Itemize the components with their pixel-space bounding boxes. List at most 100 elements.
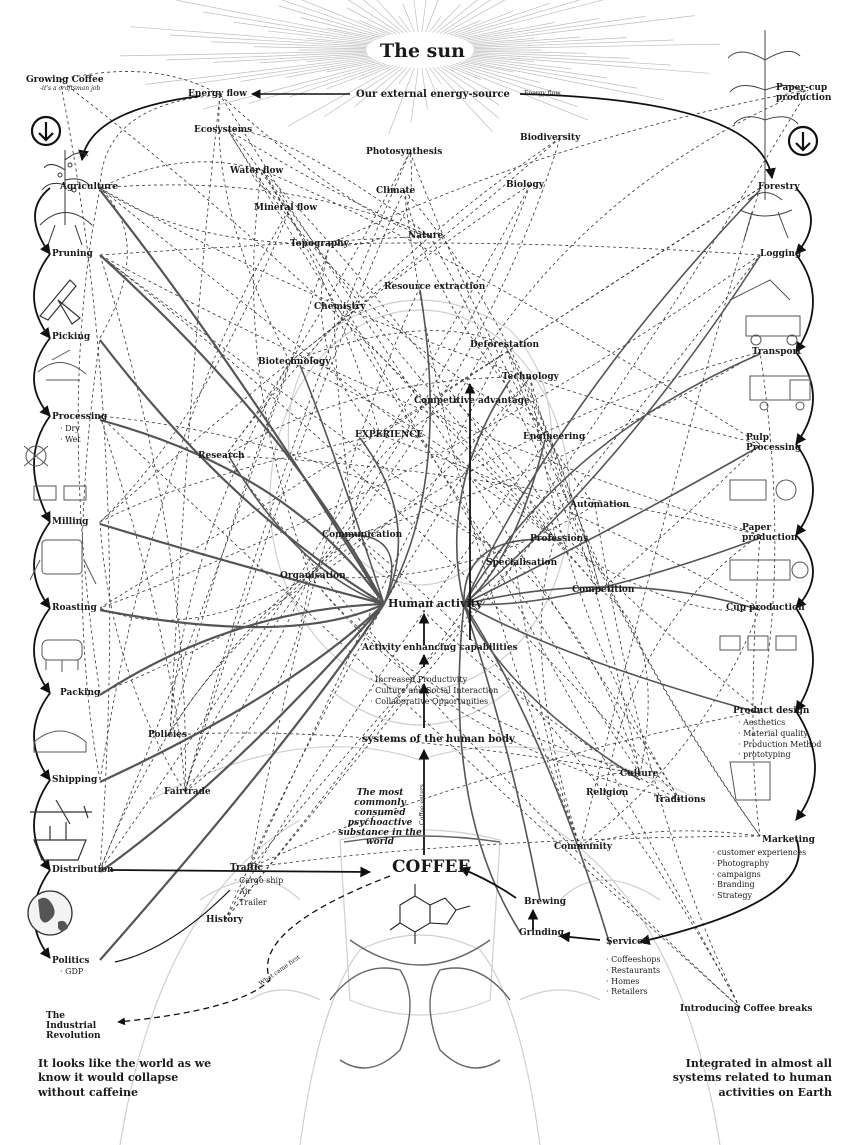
molecule-icon	[389, 884, 471, 944]
chain-transport: Transport	[752, 347, 802, 357]
left-chain-loop	[33, 95, 201, 959]
coffee-enters-label: Coffee enters	[419, 784, 426, 825]
chain-picking: Picking	[52, 332, 91, 342]
processing-wet: Wet	[60, 435, 81, 446]
politics-subs: GDP	[60, 967, 83, 978]
processing-subs: Dry Wet	[60, 424, 81, 446]
harvester-icon	[729, 279, 801, 346]
hands-cup-icon	[329, 835, 511, 1069]
chain-marketing: Marketing	[762, 835, 815, 845]
sun-rays-icon	[119, 0, 721, 135]
svc-coffeeshops: Coffeeshops	[606, 955, 660, 966]
processing-dry: Dry	[60, 424, 81, 435]
node-mineral-flow: Mineral flow	[254, 203, 318, 213]
node-engineering: Engineering	[523, 432, 586, 442]
right-chain-loop	[519, 93, 816, 946]
cap-culture: Culture and Social Interaction	[370, 686, 498, 697]
pruning-shears-icon	[39, 279, 81, 325]
process-sketches	[23, 349, 97, 753]
central-arrows	[109, 382, 601, 963]
chain-politics: Politics	[52, 956, 90, 966]
node-ecosystems: Ecosystems	[194, 125, 253, 135]
airplane-icon	[30, 799, 92, 825]
services-subs: Coffeeshops Restaurants Homes Retailers	[606, 955, 660, 998]
solid-connections	[99, 189, 761, 961]
node-climate: Climate	[376, 186, 416, 196]
cap-productivity: Increased Productivity	[370, 675, 498, 686]
truck-icon	[749, 375, 811, 411]
node-nature: Nature	[408, 231, 444, 241]
activity-capabilities-node: Activity enhancing capabilities	[362, 643, 518, 653]
page-title: The sun	[380, 40, 465, 62]
mk-experiences: customer experiences	[712, 848, 806, 859]
svc-homes: Homes	[606, 977, 660, 988]
chain-shipping: Shipping	[52, 775, 98, 785]
human-activity-node: Human activity	[388, 597, 483, 610]
energy-flow-small-label: Energy flow	[524, 90, 561, 97]
node-specialisation: Specialisation	[486, 558, 558, 568]
chain-agriculture: Agriculture	[60, 182, 119, 192]
node-chemistry: Chemistry	[314, 302, 366, 312]
paper-cup-title: Paper-cup production	[776, 83, 832, 103]
node-brewing: Brewing	[524, 897, 567, 907]
node-religion: Religion	[586, 788, 629, 798]
coffee-node: COFFEE	[392, 857, 471, 877]
pd-aesthetics: Aesthetics	[738, 718, 821, 729]
node-automation: Automation	[570, 500, 630, 510]
node-traditions: Traditions	[654, 795, 706, 805]
node-traffic: Traffic	[230, 863, 263, 873]
traffic-cargo: Cargo ship	[234, 876, 283, 887]
node-water-flow: Water flow	[230, 166, 284, 176]
mk-strategy: Strategy	[712, 891, 806, 902]
traffic-air: Air	[234, 887, 283, 898]
node-culture: Culture	[620, 769, 659, 779]
capability-subs: Increased Productivity Culture and Socia…	[370, 675, 498, 707]
node-topography: Topography	[290, 239, 349, 249]
node-policies: Policies	[148, 730, 188, 740]
chain-product-design: Product design	[733, 706, 810, 716]
node-research: Research	[198, 451, 245, 461]
node-competition: Competition	[572, 585, 635, 595]
chain-logging: Logging	[760, 249, 802, 259]
growing-coffee-title: Growing Coffee	[26, 75, 104, 85]
footer-right-caption: Integrated in almost all systems related…	[672, 1057, 832, 1099]
pd-material: Material quality	[738, 729, 821, 740]
node-community: Community	[554, 842, 613, 852]
marketing-subs: customer experiences Photography campaig…	[712, 848, 806, 902]
mk-photography: Photography	[712, 859, 806, 870]
node-resource-extraction: Resource extraction	[384, 282, 486, 292]
down-arrow-circle-icon	[787, 125, 819, 157]
node-energy-flow: Energy flow	[188, 89, 247, 99]
pd-prototyping: prototyping	[738, 750, 821, 761]
node-grinding: Grinding	[519, 928, 564, 938]
node-photosynthesis: Photosynthesis	[366, 147, 443, 157]
mk-branding: Branding	[712, 880, 806, 891]
node-experience: EXPERIENCE	[355, 430, 424, 440]
politics-gdp: GDP	[60, 967, 83, 978]
chain-pruning: Pruning	[52, 249, 93, 259]
node-professions: Professions	[530, 534, 589, 544]
node-communication: Communication	[322, 530, 403, 540]
node-history: History	[206, 915, 244, 925]
node-coffee-breaks: Introducing Coffee breaks	[680, 1004, 813, 1014]
svc-restaurants: Restaurants	[606, 966, 660, 977]
chain-distribution: Distribution	[52, 865, 114, 875]
dashed-connections	[59, 71, 809, 1009]
footer-left-caption: It looks like the world as we know it wo…	[38, 1057, 212, 1099]
globe-icon	[27, 890, 73, 936]
energy-source-label: Our external energy-source	[356, 89, 510, 100]
down-arrow-circle-icon	[30, 115, 62, 147]
chain-cup-production: Cup production	[726, 603, 805, 613]
svc-retailers: Retailers	[606, 987, 660, 998]
cap-collab: Collaborative Opportunities	[370, 697, 498, 708]
node-competitive-advantage: Competitive advantage	[414, 396, 530, 406]
mk-campaigns: campaigns	[712, 870, 806, 881]
growing-coffee-subtitle: -it's a craftsman job	[40, 85, 101, 92]
pd-method: Production Method	[738, 740, 821, 751]
chain-paper-production: Paper production	[742, 523, 798, 543]
chain-processing: Processing	[52, 412, 108, 422]
node-technology: Technology	[502, 372, 559, 382]
node-fairtrade: Fairtrade	[164, 787, 211, 797]
tree-icon	[727, 30, 803, 241]
